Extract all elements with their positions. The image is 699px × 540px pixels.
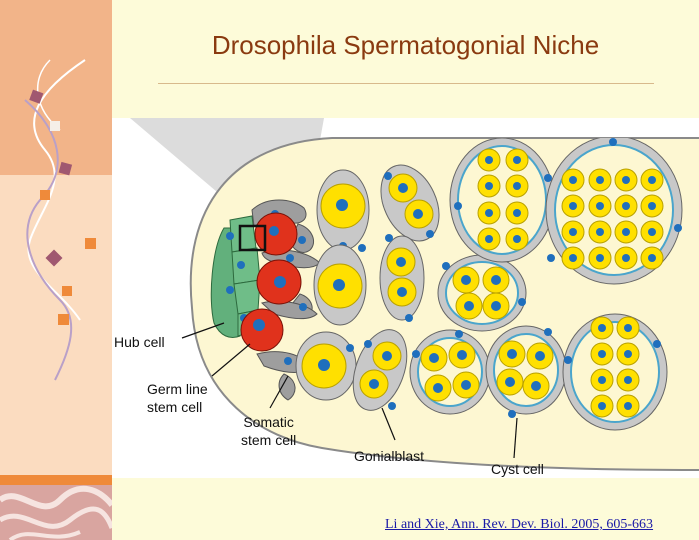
somatic-label-line2: stem cell <box>241 432 297 448</box>
germ-line-label-line2: stem cell <box>147 399 203 415</box>
gonialblast-label: Gonialblast <box>354 448 425 464</box>
two-cell-cysts <box>352 164 440 411</box>
label-leader-lines <box>181 322 518 459</box>
somatic-stem-label: Somatic stem cell <box>241 413 296 449</box>
cyst-cell-label: Cyst cell <box>491 461 544 477</box>
slide-title: Drosophila Spermatogonial Niche <box>211 30 600 60</box>
niche-box <box>238 224 267 252</box>
decorative-sidebar <box>0 0 112 540</box>
testis-niche-diagram <box>112 118 699 478</box>
citation-link[interactable]: Li and Xie, Ann. Rev. Dev. Biol. 2005, 6… <box>385 517 654 532</box>
germ-line-label-line1: Germ line <box>147 381 208 397</box>
hub-cell-label: Hub cell <box>114 334 165 350</box>
eight-cell-cysts <box>449 138 668 431</box>
title-divider <box>158 83 654 84</box>
somatic-label-line1: Somatic <box>243 414 294 430</box>
germ-line-label: Germ line stem cell <box>147 380 208 416</box>
sixteen-cell-cyst <box>545 138 683 285</box>
four-cell-cysts <box>409 254 567 418</box>
gonialblasts <box>295 169 370 401</box>
